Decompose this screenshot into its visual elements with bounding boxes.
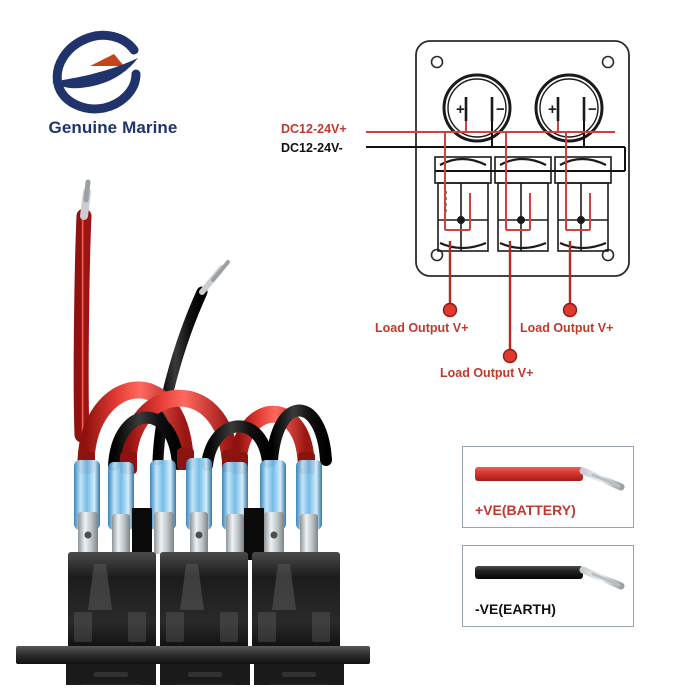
red-wire-icon — [473, 461, 625, 495]
label-dc-negative: DC12-24V- — [281, 141, 343, 155]
label-load-output-3: Load Output V+ — [520, 321, 614, 335]
legend-negative-wire: -VE(EARTH) — [462, 545, 634, 627]
brand-logo-block: Genuine Marine — [18, 28, 218, 148]
svg-text:+: + — [456, 101, 465, 118]
wiring-diagram: + − + − — [270, 35, 690, 395]
black-wire-icon — [473, 560, 625, 594]
brand-name: Genuine Marine — [48, 118, 178, 137]
legend-negative-caption: -VE(EARTH) — [475, 601, 556, 617]
label-dc-positive: DC12-24V+ — [281, 122, 347, 136]
label-load-output-1: Load Output V+ — [375, 321, 469, 335]
marine-swoosh-logo-icon — [46, 28, 146, 118]
legend-positive-wire: +VE(BATTERY) — [462, 446, 634, 528]
label-load-output-2: Load Output V+ — [440, 366, 534, 380]
legend-positive-caption: +VE(BATTERY) — [475, 502, 576, 518]
svg-text:−: − — [588, 101, 597, 118]
rocker-switch-panel-photo — [10, 160, 400, 700]
svg-text:+: + — [548, 101, 557, 118]
svg-text:−: − — [496, 101, 505, 118]
